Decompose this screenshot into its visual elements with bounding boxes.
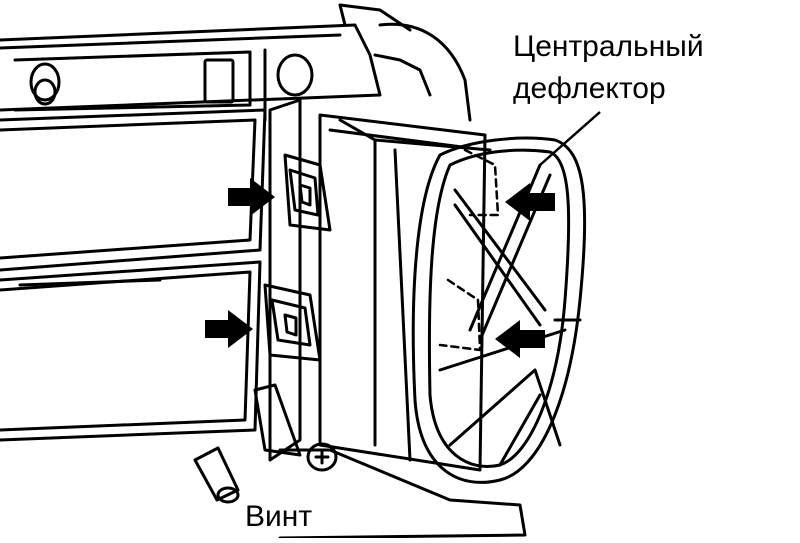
clip-upper [283,153,332,232]
push-arrow-icon [505,183,555,221]
clip-lower [263,283,322,362]
deflector-housing [318,113,487,472]
push-arrow-icon [228,178,275,216]
screw-label: Винт [245,500,313,533]
frame-slat-upper [0,108,267,272]
mount-boss [29,62,61,102]
screw-icon [306,442,338,472]
central-deflector-label-line1: Центральный [513,30,704,63]
central-deflector [411,136,587,484]
label-leader-line [539,111,601,166]
frame-slat-lower [0,260,262,442]
mount-hole [276,53,314,97]
push-arrow-icon [205,310,253,348]
push-arrow-icon [495,320,545,358]
screw-icon [193,446,240,502]
central-deflector-label-line2: дефлектор [513,72,666,105]
push-arrows [205,178,555,358]
dashboard-top-panel [0,23,382,112]
base-plate [278,448,527,540]
